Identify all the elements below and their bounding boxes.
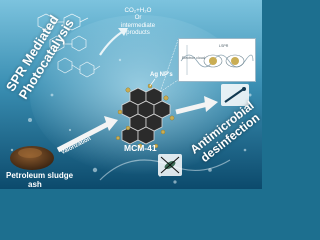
products-line-4: products: [126, 29, 150, 37]
zoom-line: [159, 79, 179, 93]
inset-right-label: LSPR: [219, 44, 229, 48]
bacteria-icon: [221, 84, 249, 106]
lspr-diagram: [180, 45, 254, 75]
sludge-line-2: ash: [28, 180, 42, 189]
sludge-line-1: Petroleum sludge: [6, 171, 74, 180]
sludge-label: Petroleum sludge ash: [6, 171, 73, 189]
lspr-inset: Electron cloud LSPR: [178, 38, 256, 82]
graphical-abstract: Electron cloud LSPR SPR Mediated Photoca…: [0, 0, 262, 189]
products-line-2: Or: [134, 14, 142, 22]
products-line-1: CO₂+H₂O: [124, 7, 152, 14]
ag-pointer-arrow: [149, 78, 156, 87]
mcm41-hexagon-cluster: [121, 87, 171, 145]
ag-nps-label: Ag NP's: [150, 72, 173, 78]
products-label: CO₂+H₂O Or intermediate products: [108, 7, 168, 37]
crossed-bacteria-icon: [158, 154, 182, 176]
inset-left-label: Electron cloud: [182, 56, 205, 60]
antimicrobial-arrow: [175, 101, 209, 115]
mcm41-label: MCM-41: [124, 143, 157, 153]
products-line-3: intermediate: [120, 21, 156, 29]
valorization-arrow: [56, 121, 110, 153]
pollutant-molecules: [37, 13, 101, 78]
degradation-arrow: [99, 31, 123, 56]
ag-nanoparticles: [115, 83, 175, 149]
